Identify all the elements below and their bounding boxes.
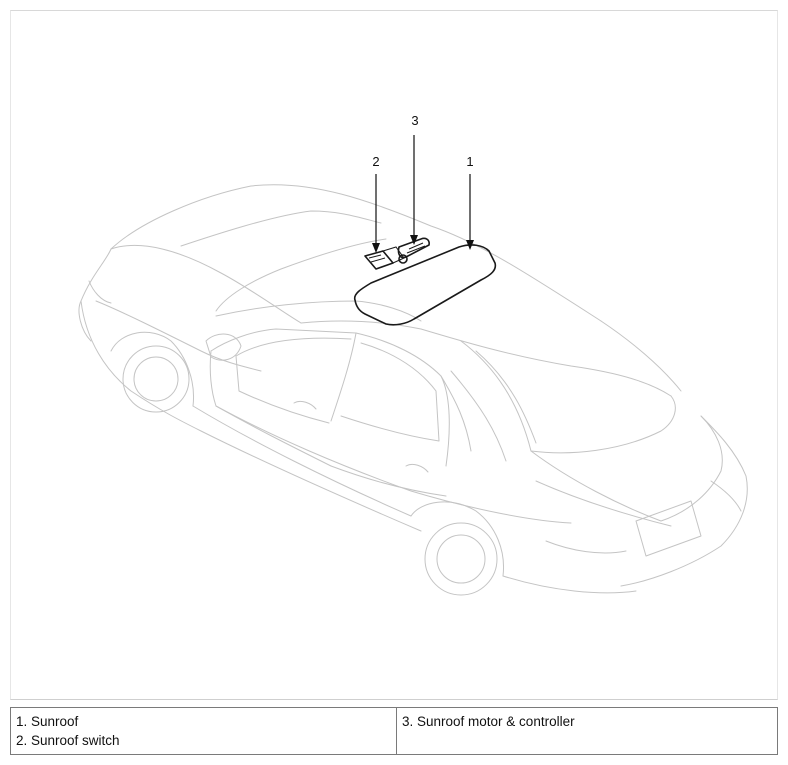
- sunroof-motor-controller: [397, 237, 430, 264]
- legend-item-sunroof: 1. Sunroof: [16, 714, 79, 729]
- sunroof-panel: [353, 244, 497, 326]
- legend-cell-left: 1. Sunroof 2. Sunroof switch: [10, 707, 397, 755]
- callout-number-1: 1: [466, 154, 473, 169]
- car-outline: [78, 184, 748, 596]
- sunroof-components: [353, 237, 497, 326]
- legend-table: 1. Sunroof 2. Sunroof switch 3. Sunroof …: [10, 707, 778, 755]
- callout-leaders: [372, 135, 474, 253]
- legend-item-sunroof-motor: 3. Sunroof motor & controller: [402, 714, 575, 729]
- callout-number-2: 2: [372, 154, 379, 169]
- legend-cell-right: 3. Sunroof motor & controller: [396, 707, 778, 755]
- legend-row: 1. Sunroof 2. Sunroof switch 3. Sunroof …: [10, 707, 778, 755]
- legend-item-sunroof-switch: 2. Sunroof switch: [16, 733, 120, 748]
- figure-panel: 1 2 3: [10, 10, 778, 700]
- callout-number-3: 3: [411, 113, 418, 128]
- car-diagram: 1 2 3: [78, 113, 748, 596]
